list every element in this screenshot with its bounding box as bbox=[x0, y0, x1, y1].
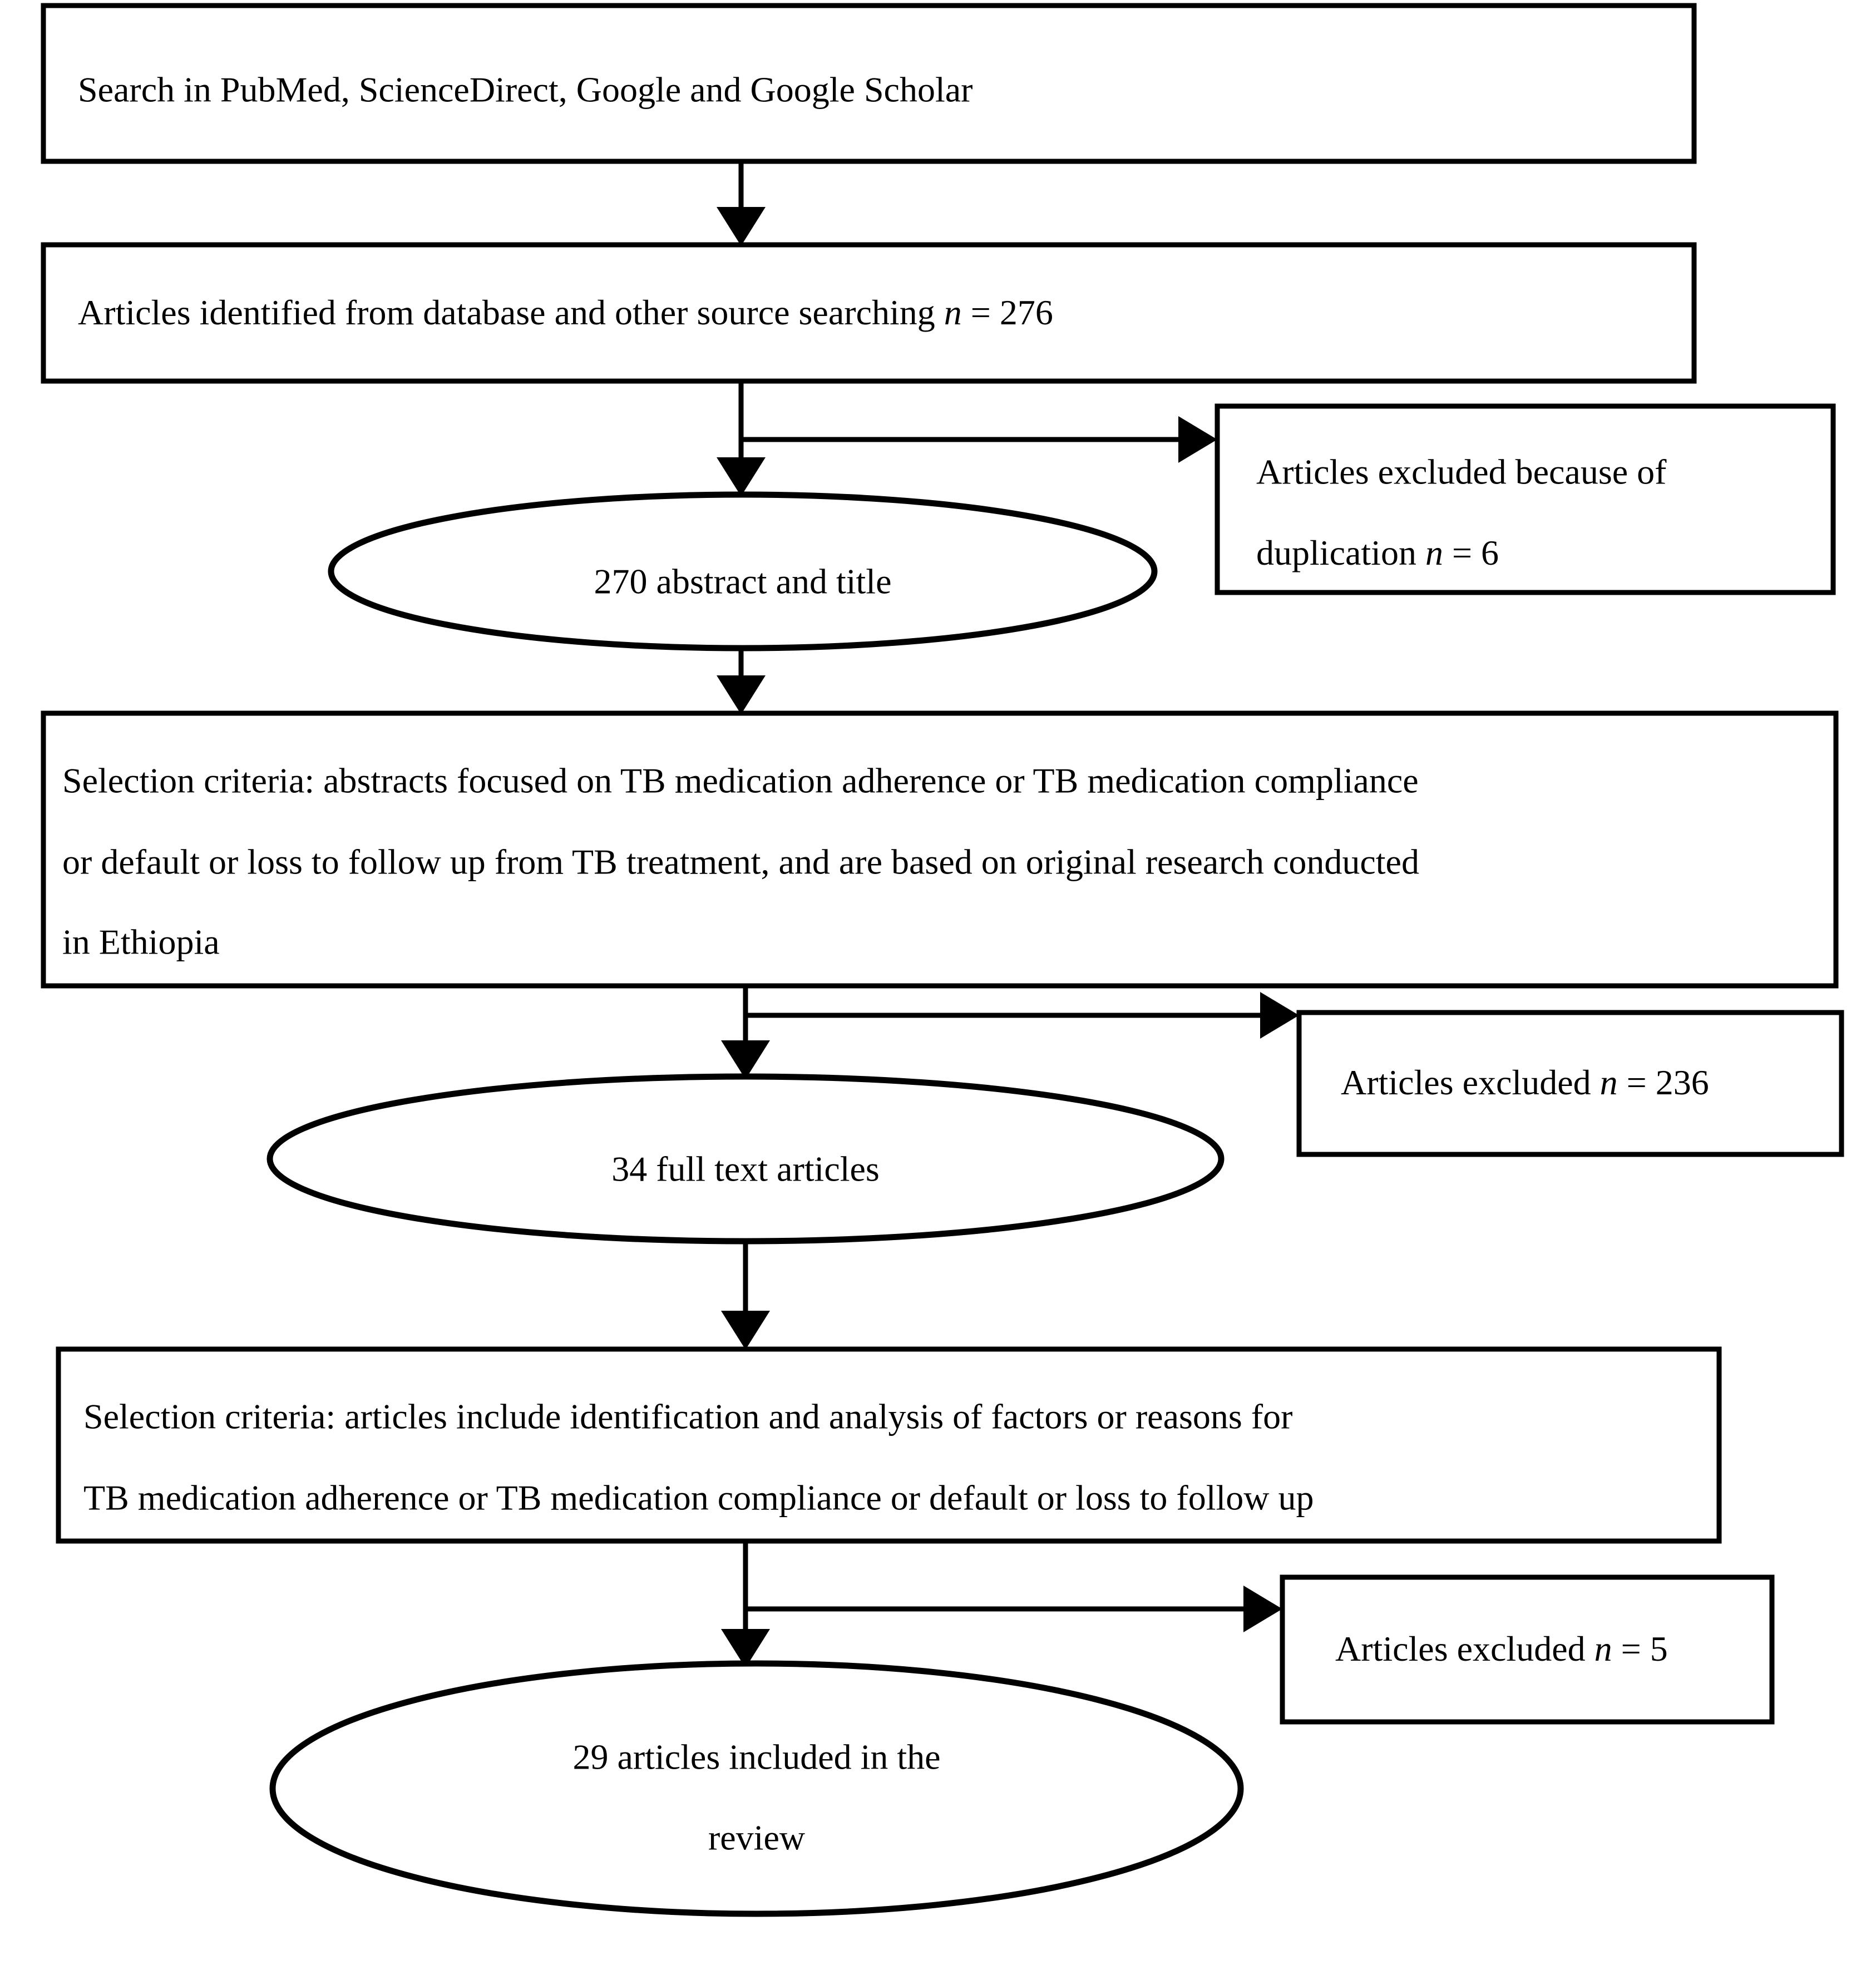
articles-identified-n-symbol: n bbox=[944, 293, 962, 332]
articles-included-line1: 29 articles included in the bbox=[572, 1737, 940, 1777]
articles-identified-label: Articles identified from database and ot… bbox=[78, 293, 1053, 332]
arrowhead-identified-to-abstract bbox=[717, 457, 766, 496]
arrowhead-criteria1-to-fulltext bbox=[721, 1040, 770, 1079]
arrowhead-criteria1-to-excluded236 bbox=[1260, 992, 1299, 1039]
node-articles-identified bbox=[41, 242, 1697, 384]
selection-criteria-abstracts-line1: Selection criteria: abstracts focused on… bbox=[62, 761, 1419, 801]
excluded-236-n-symbol: n bbox=[1600, 1063, 1618, 1102]
excluded-duplication-n-symbol: n bbox=[1425, 533, 1443, 572]
excluded-5-text: Articles excluded bbox=[1335, 1629, 1594, 1668]
excluded-duplication-line2: duplication n = 6 bbox=[1256, 533, 1499, 572]
arrowhead-criteria2-to-excluded5 bbox=[1243, 1586, 1282, 1632]
arrowhead-criteria2-to-included bbox=[721, 1629, 770, 1668]
articles-identified-n-value: = 276 bbox=[962, 293, 1053, 332]
node-selection-criteria-articles bbox=[56, 1346, 1722, 1544]
excluded-5-n-symbol: n bbox=[1594, 1629, 1612, 1668]
excluded-236-n-value: = 236 bbox=[1618, 1063, 1709, 1102]
search-sources-label: Search in PubMed, ScienceDirect, Google … bbox=[78, 70, 972, 110]
arrowhead-fulltext-to-criteria2 bbox=[721, 1311, 770, 1350]
excluded-236-label: Articles excluded n = 236 bbox=[1341, 1063, 1709, 1102]
node-excluded-236 bbox=[1296, 1010, 1844, 1157]
excluded-duplication-line1: Articles excluded because of bbox=[1256, 452, 1667, 492]
node-excluded-5 bbox=[1280, 1574, 1775, 1725]
full-text-articles-label: 34 full text articles bbox=[611, 1149, 880, 1189]
selection-criteria-abstracts-line3: in Ethiopia bbox=[62, 922, 220, 962]
excluded-236-text: Articles excluded bbox=[1341, 1063, 1600, 1102]
node-selection-criteria-abstracts bbox=[41, 710, 1839, 989]
selection-criteria-abstracts-line2: or default or loss to follow up from TB … bbox=[62, 842, 1419, 882]
excluded-5-label: Articles excluded n = 5 bbox=[1335, 1629, 1668, 1668]
excluded-duplication-text: duplication bbox=[1256, 533, 1425, 572]
node-articles-included bbox=[269, 1660, 1244, 1917]
selection-criteria-articles-line2: TB medication adherence or TB medication… bbox=[83, 1478, 1314, 1518]
arrowhead-identified-to-duplication bbox=[1178, 416, 1217, 463]
articles-included-line2: review bbox=[708, 1818, 805, 1858]
node-search-sources bbox=[41, 3, 1697, 164]
excluded-duplication-n-value: = 6 bbox=[1443, 533, 1499, 572]
node-excluded-duplication bbox=[1215, 403, 1836, 595]
arrowhead-abstract-to-criteria1 bbox=[717, 675, 766, 714]
excluded-5-n-value: = 5 bbox=[1612, 1629, 1668, 1668]
arrowhead-search-to-identified bbox=[717, 207, 766, 246]
selection-criteria-articles-line1: Selection criteria: articles include ide… bbox=[83, 1397, 1292, 1436]
articles-identified-text: Articles identified from database and ot… bbox=[78, 293, 944, 332]
abstract-and-title-label: 270 abstract and title bbox=[594, 562, 892, 601]
